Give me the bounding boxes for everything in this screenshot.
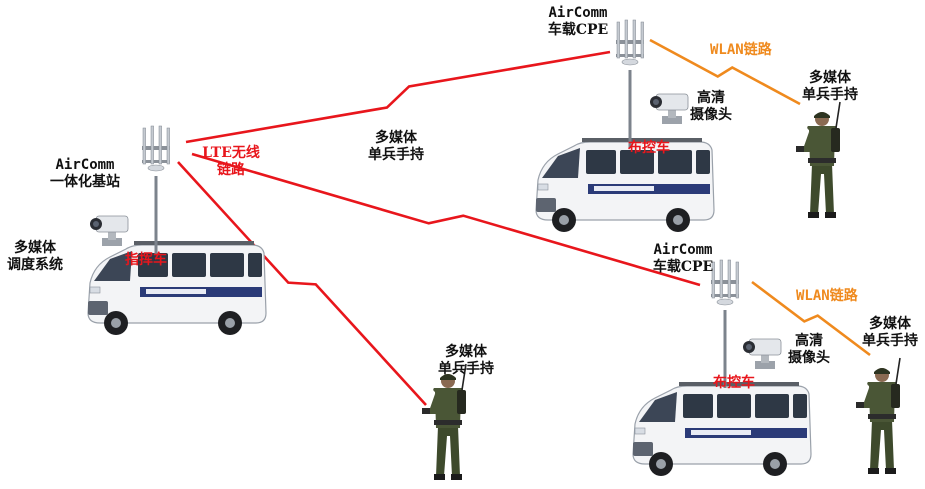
dispatch-line2: 调度系统: [7, 257, 63, 273]
wlan-link-bottom: [751, 280, 871, 357]
handheld-soldier-top-right: [795, 101, 841, 219]
cpe-top-camera-line2: 摄像头: [690, 107, 732, 123]
cpe-bottom-name: AirComm 车载CPE: [643, 242, 723, 276]
cpe-bottom-handheld-label: 多媒体 单兵手持: [856, 316, 924, 350]
cpe-mast-top-icon: [615, 19, 645, 149]
lte-link-to-cpe-bottom: [191, 152, 701, 287]
wlan-link-top: [649, 38, 801, 106]
base-station-name: AirComm 一体化基站: [45, 157, 125, 191]
mid-handheld-line2: 单兵手持: [368, 147, 424, 163]
base-station-name-line2: 一体化基站: [50, 174, 120, 190]
cpe-bottom-handheld-line1: 多媒体: [869, 316, 911, 332]
lte-link-line2: 链路: [217, 162, 245, 178]
cpe-bottom-camera-line1: 高清: [795, 333, 823, 349]
lte-link-to-bottom-handheld: [177, 161, 427, 406]
cpe-top-handheld-line1: 多媒体: [809, 70, 851, 86]
cpe-top-vehicle-label: 布控车: [628, 140, 670, 156]
mid-handheld-label: 多媒体 单兵手持: [356, 130, 436, 164]
surveillance-vehicle-bottom: [632, 381, 812, 477]
lte-link-to-cpe-top: [185, 50, 611, 144]
lte-link-line1: LTE无线: [202, 145, 260, 161]
cpe-top-camera-line1: 高清: [697, 90, 725, 106]
cpe-bottom-wlan-label: WLAN链路: [796, 288, 858, 304]
lte-link-label: LTE无线 链路: [196, 145, 266, 179]
cpe-top-name-line2: 车载CPE: [547, 22, 609, 38]
cpe-bottom-handheld-line2: 单兵手持: [862, 333, 918, 349]
base-station-mast-icon: [141, 125, 171, 255]
cpe-top-handheld-line2: 单兵手持: [802, 87, 858, 103]
cpe-top-name: AirComm 车载CPE: [538, 5, 618, 39]
cpe-bottom-name-line2: 车载CPE: [652, 259, 714, 275]
hd-camera-top-icon: [649, 93, 689, 125]
hd-camera-bottom-icon: [742, 338, 782, 370]
handheld-soldier-bottom: [421, 363, 467, 481]
cpe-top-name-line1: AirComm: [548, 5, 608, 21]
command-vehicle-label: 指挥车: [125, 252, 167, 268]
command-vehicle-camera-icon: [89, 215, 129, 247]
dispatch-line1: 多媒体: [14, 240, 56, 256]
mid-handheld-line1: 多媒体: [375, 130, 417, 146]
cpe-top-wlan-label: WLAN链路: [710, 42, 772, 58]
cpe-mast-bottom-icon: [710, 259, 740, 389]
handheld-soldier-bottom-right: [855, 357, 901, 475]
base-station-name-line1: AirComm: [55, 157, 115, 173]
bottom-handheld-label: 多媒体 单兵手持: [426, 344, 506, 378]
dispatch-system-label: 多媒体 调度系统: [0, 240, 70, 274]
cpe-bottom-camera-label: 高清 摄像头: [784, 333, 834, 367]
cpe-bottom-vehicle-label: 布控车: [713, 375, 755, 391]
cpe-top-handheld-label: 多媒体 单兵手持: [790, 70, 870, 104]
cpe-bottom-name-line1: AirComm: [653, 242, 713, 258]
cpe-top-camera-label: 高清 摄像头: [686, 90, 736, 124]
cpe-bottom-camera-line2: 摄像头: [788, 350, 830, 366]
command-vehicle: [87, 240, 267, 336]
bottom-handheld-line2: 单兵手持: [438, 361, 494, 377]
bottom-handheld-line1: 多媒体: [445, 344, 487, 360]
surveillance-vehicle-top: [535, 137, 715, 233]
